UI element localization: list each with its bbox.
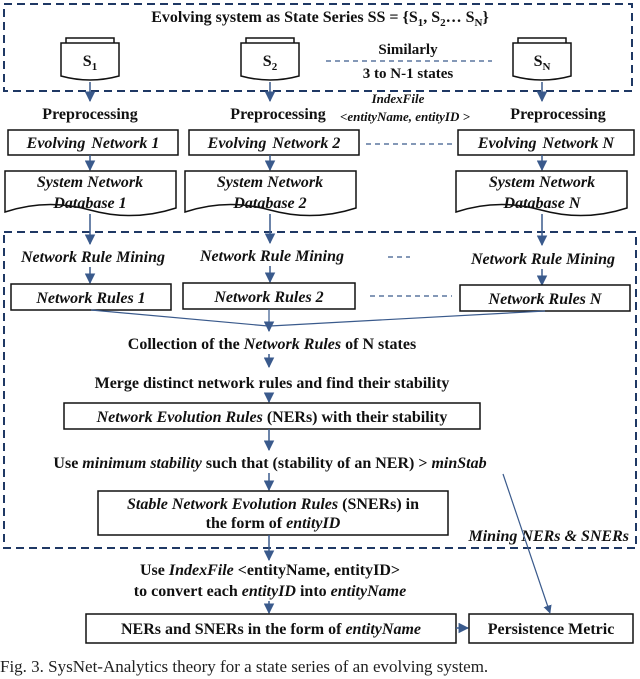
state-file-2: S2 bbox=[240, 37, 300, 81]
svg-text:Network Rules 2: Network Rules 2 bbox=[213, 289, 323, 306]
evolving-network-box-2 bbox=[188, 129, 360, 156]
evolving-network-box-1 bbox=[7, 129, 179, 156]
svg-text:Database N: Database N bbox=[503, 195, 582, 212]
rule-mining-2: Network Rule Mining bbox=[199, 248, 344, 265]
svg-text:SN: SN bbox=[534, 53, 551, 73]
svg-text:Network Rules N: Network Rules N bbox=[488, 291, 603, 308]
svg-text:Network Evolution Rules (NERs): Network Evolution Rules (NERs) with thei… bbox=[96, 409, 448, 426]
merge-text: Merge distinct network rules and find th… bbox=[95, 375, 450, 392]
evolving-network-box-n bbox=[457, 129, 635, 156]
state-file-1: S1 bbox=[60, 37, 120, 81]
final-output-box bbox=[85, 613, 457, 644]
svg-text:S2: S2 bbox=[263, 53, 278, 73]
preprocessing-2: Preprocessing bbox=[230, 106, 325, 123]
svg-text:System Network: System Network bbox=[217, 174, 323, 191]
use-indexfile-text: Use IndexFile <entityName, entityID> bbox=[140, 562, 400, 579]
svg-text:System Network: System Network bbox=[489, 174, 595, 191]
rule-mining-n: Network Rule Mining bbox=[470, 251, 615, 268]
persistence-metric-box bbox=[468, 613, 634, 644]
mining-group bbox=[3, 231, 637, 549]
svg-text:System Network: System Network bbox=[37, 174, 143, 191]
svg-text:NERs and SNERs in the form of: NERs and SNERs in the form of entityName bbox=[121, 621, 421, 638]
network-rules-box-n bbox=[459, 284, 631, 312]
figure-caption: Fig. 3. SysNet-Analytics theory for a st… bbox=[0, 657, 488, 676]
convert-text: to convert each entityID into entityName bbox=[134, 583, 406, 600]
indexfile-format: <entityName, entityID > bbox=[340, 109, 471, 124]
svg-text:Stable Network Evolution Rules: Stable Network Evolution Rules (SNERs) i… bbox=[127, 496, 419, 513]
network-rules-box-1 bbox=[10, 283, 172, 311]
collection-text: Collection of the Network Rules of N sta… bbox=[128, 336, 416, 353]
mining-ners-sners-label: Mining NERs & SNERs bbox=[467, 528, 629, 545]
sners-box bbox=[97, 490, 449, 536]
state-series-title: Evolving system as State Series SS = {S1… bbox=[151, 9, 489, 29]
svg-text:Network Rules 1: Network Rules 1 bbox=[35, 290, 145, 307]
svg-text:Database 2: Database 2 bbox=[232, 195, 306, 212]
database-box-n bbox=[455, 170, 628, 217]
ners-box bbox=[63, 402, 481, 430]
svg-text:S1: S1 bbox=[83, 53, 97, 73]
svg-text:Persistence Metric: Persistence Metric bbox=[488, 621, 615, 638]
state-series-group bbox=[3, 3, 633, 92]
database-box-2 bbox=[184, 170, 357, 217]
preprocessing-1: Preprocessing bbox=[42, 106, 137, 123]
rule-mining-1: Network Rule Mining bbox=[20, 249, 165, 266]
indexfile-label: IndexFile bbox=[371, 91, 425, 106]
similarly-text: Similarly bbox=[378, 42, 438, 58]
database-box-1 bbox=[4, 170, 177, 217]
preprocessing-n: Preprocessing bbox=[510, 106, 605, 123]
svg-text:the form of entityID: the form of entityID bbox=[206, 515, 341, 532]
similarly-range: 3 to N-1 states bbox=[363, 66, 454, 82]
state-file-n: SN bbox=[512, 37, 572, 81]
svg-text:Database 1: Database 1 bbox=[52, 195, 126, 212]
use-min-stability-text: Use minimum stability such that (stabili… bbox=[53, 455, 486, 472]
